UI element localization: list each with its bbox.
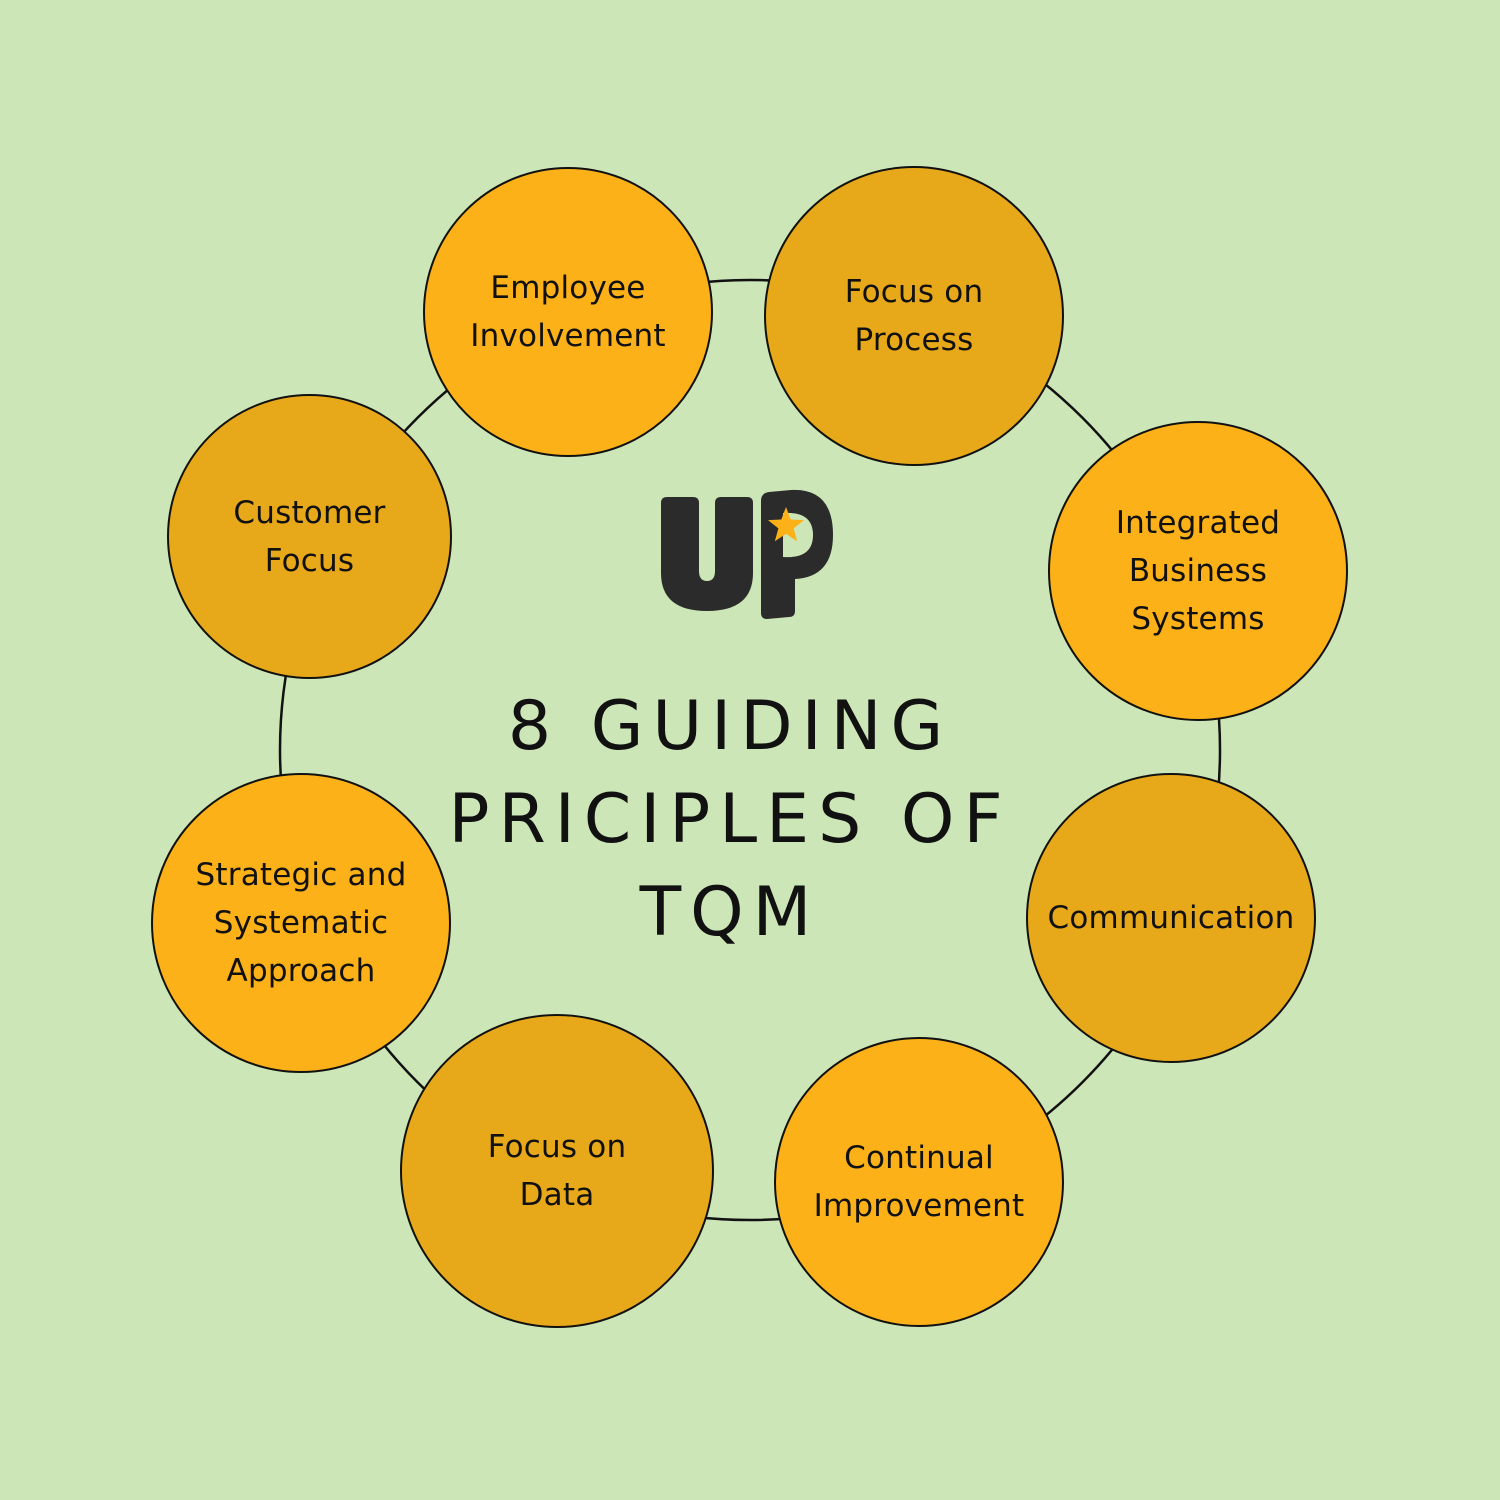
- principle-label: Customer Focus: [233, 494, 386, 579]
- principle-circle-integrated-business-systems: Integrated Business Systems: [1048, 421, 1348, 721]
- principle-label: Integrated Business Systems: [1115, 505, 1281, 637]
- principle-label: Focus on Process: [844, 274, 984, 358]
- principle-circle-employee-involvement: Employee Involvement: [423, 167, 713, 457]
- principle-circle-customer-focus: Customer Focus: [167, 394, 452, 679]
- principle-circle-continual-improvement: Continual Improvement: [774, 1037, 1064, 1327]
- principle-circle-focus-on-data: Focus on Data: [400, 1014, 714, 1328]
- principle-label: Employee Involvement: [470, 270, 666, 354]
- star-icon: [768, 507, 804, 542]
- logo-letter-p: [761, 489, 833, 619]
- up-logo: [661, 489, 833, 619]
- principle-label: Communication: [1047, 900, 1295, 936]
- principle-circle-strategic-and-systematic-approach: Strategic and Systematic Approach: [151, 773, 451, 1073]
- principle-circle-focus-on-process: Focus on Process: [764, 166, 1064, 466]
- principle-label: Continual Improvement: [813, 1140, 1025, 1224]
- diagram-title: 8 GUIDING PRICIPLES OF TQM: [448, 687, 1012, 952]
- principle-circle-communication: Communication: [1026, 773, 1316, 1063]
- principle-label: Focus on Data: [487, 1129, 627, 1213]
- principle-label: Strategic and Systematic Approach: [195, 857, 407, 989]
- logo-letter-u: [661, 497, 753, 611]
